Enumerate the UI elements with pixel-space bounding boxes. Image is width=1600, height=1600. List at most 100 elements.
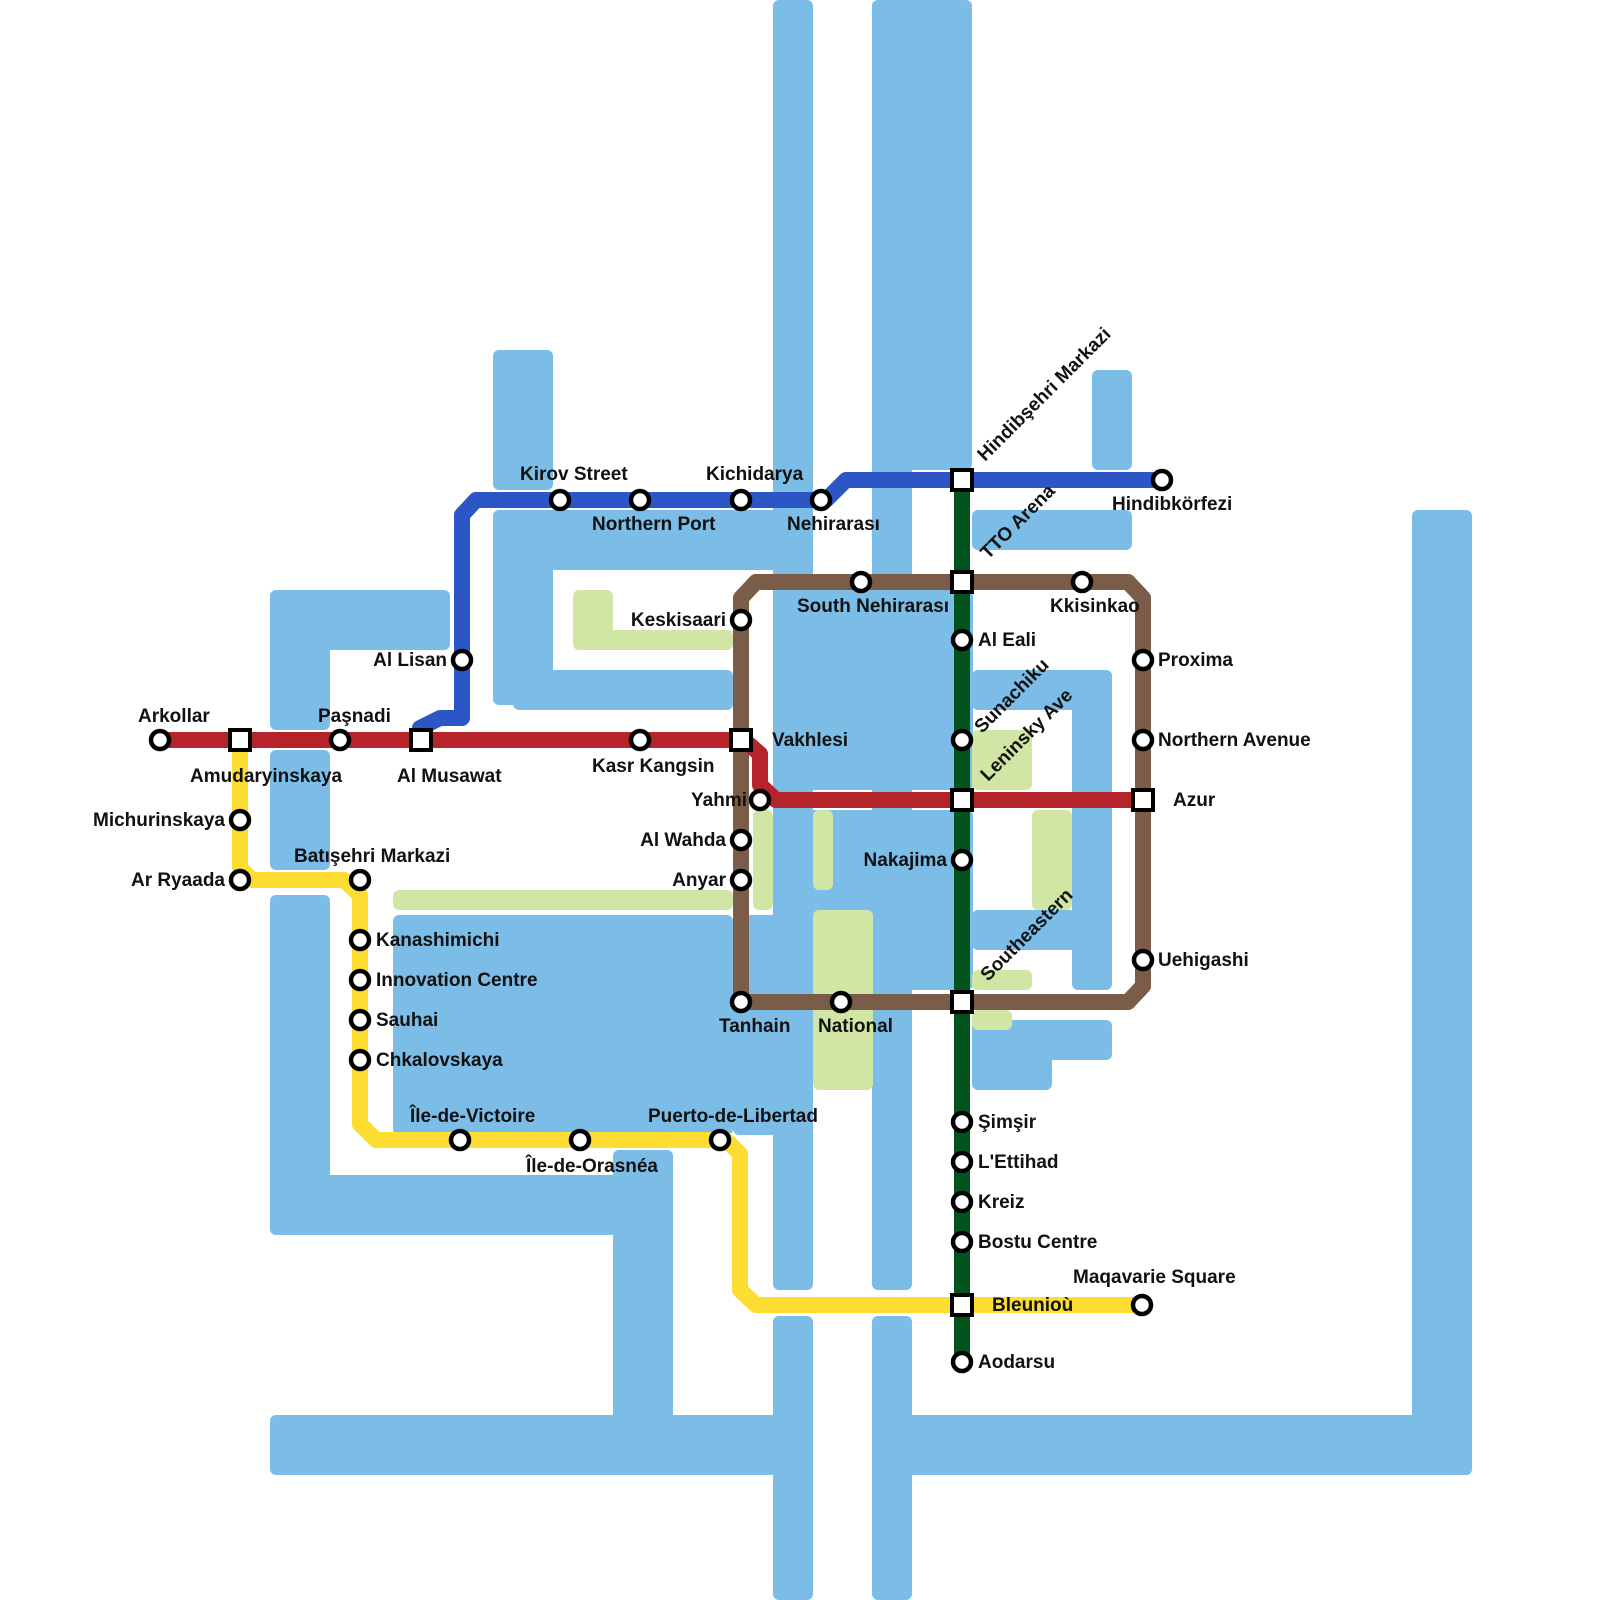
label-northern-port: Northern Port <box>592 514 716 535</box>
label-l-ettihad: L'Ettihad <box>978 1152 1059 1173</box>
interchange-al-musawat[interactable] <box>409 728 433 752</box>
label-ile-de-victoire: Île-de-Victoire <box>409 1105 535 1127</box>
west-lagoon-mid <box>270 590 330 730</box>
stop-maqavarie-square[interactable] <box>1130 1293 1154 1317</box>
stop-innovation-centre[interactable] <box>348 968 372 992</box>
bay-north-arm-floor <box>513 670 733 710</box>
stop-aodarsu[interactable] <box>950 1350 974 1374</box>
stop-kkisinkao[interactable] <box>1070 570 1094 594</box>
stop-bostu-centre[interactable] <box>950 1230 974 1254</box>
label-chkalovskaya: Chkalovskaya <box>376 1050 503 1071</box>
stop-yahmi[interactable] <box>748 788 772 812</box>
station-markers <box>148 468 1174 1374</box>
interchange-southeastern[interactable] <box>950 990 974 1014</box>
stop-kirov-street[interactable] <box>548 488 572 512</box>
south-channel-east <box>872 1415 1472 1475</box>
park-north-strip <box>573 630 733 650</box>
interchange-amudaryinskaya[interactable] <box>228 728 252 752</box>
park-west-strip <box>393 890 733 910</box>
label-ile-de-orasnea: Île-de-Orasnéa <box>525 1155 658 1177</box>
south-channel-west <box>270 1415 810 1475</box>
label-puerto-de-libertad: Puerto-de-Libertad <box>648 1106 818 1127</box>
label-uehigashi: Uehigashi <box>1158 950 1249 971</box>
label-simsir: Şimşir <box>978 1112 1037 1133</box>
interchange-hindibsehri-markazi[interactable] <box>950 468 974 492</box>
stop-al-eali[interactable] <box>950 628 974 652</box>
stop-northern-avenue[interactable] <box>1131 728 1155 752</box>
label-michurinskaya: Michurinskaya <box>93 810 225 831</box>
stop-kichidarya[interactable] <box>729 488 753 512</box>
label-amudaryinskaya: Amudaryinskaya <box>190 766 343 787</box>
label-kasr-kangsin: Kasr Kangsin <box>592 756 714 777</box>
label-al-lisan: Al Lisan <box>373 650 447 671</box>
label-arkollar: Arkollar <box>138 706 210 727</box>
label-sauhai: Sauhai <box>376 1010 438 1031</box>
bay-north <box>493 350 553 490</box>
interchange-leninsky-ave[interactable] <box>950 788 974 812</box>
stop-south-nehirarasi[interactable] <box>849 570 873 594</box>
stop-sunachiku[interactable] <box>950 728 974 752</box>
label-bleuniou: Bleunioù <box>992 1295 1073 1316</box>
label-kreiz: Kreiz <box>978 1192 1024 1213</box>
south-inlet-stem <box>613 1150 673 1450</box>
label-anyar: Anyar <box>672 870 726 891</box>
line-brown <box>733 574 1151 1010</box>
label-vakhlesi: Vakhlesi <box>772 730 848 751</box>
stop-sauhai[interactable] <box>348 1008 372 1032</box>
line-blue <box>412 472 1170 748</box>
stop-proxima[interactable] <box>1131 648 1155 672</box>
stop-batisehri-markazi[interactable] <box>348 868 372 892</box>
stop-northern-port[interactable] <box>628 488 652 512</box>
east-lake-notch <box>1092 370 1132 470</box>
stop-chkalovskaya[interactable] <box>348 1048 372 1072</box>
stop-national[interactable] <box>829 990 853 1014</box>
east-pond-south-stem <box>972 1040 1052 1090</box>
stop-anyar[interactable] <box>729 868 753 892</box>
label-maqavarie-square: Maqavarie Square <box>1073 1267 1236 1288</box>
stop-ar-ryaada[interactable] <box>228 868 252 892</box>
interchange-bleuniou[interactable] <box>950 1293 974 1317</box>
park-east-1 <box>972 730 1032 790</box>
east-lake-top <box>972 510 1132 550</box>
label-northern-avenue: Northern Avenue <box>1158 730 1311 751</box>
stop-ile-de-victoire[interactable] <box>448 1128 472 1152</box>
stop-nakajima[interactable] <box>950 848 974 872</box>
stop-nehirarasi[interactable] <box>809 488 833 512</box>
south-inlet-bar <box>270 1175 670 1235</box>
stop-puerto-de-libertad[interactable] <box>708 1128 732 1152</box>
central-basin <box>393 915 733 1135</box>
interchange-vakhlesi[interactable] <box>729 728 753 752</box>
water-bodies <box>270 0 1472 1600</box>
stop-michurinskaya[interactable] <box>228 808 252 832</box>
river-east-bank <box>872 0 972 470</box>
stop-arkollar[interactable] <box>148 728 172 752</box>
label-yahmi: Yahmi <box>691 790 747 811</box>
label-batisehri-markazi: Batışehri Markazi <box>294 846 450 867</box>
interchange-azur[interactable] <box>1131 788 1155 812</box>
label-kichidarya: Kichidarya <box>706 464 804 485</box>
stop-hindibkorfezi[interactable] <box>1150 468 1174 492</box>
label-south-nehirarasi: South Nehirarası <box>797 596 949 617</box>
stop-ile-de-orasnea[interactable] <box>568 1128 592 1152</box>
bay-north-arm-drop <box>493 510 553 705</box>
park-east-4 <box>972 1010 1012 1030</box>
stop-keskisaari[interactable] <box>729 608 753 632</box>
label-pasnadi: Paşnadi <box>318 706 391 727</box>
stop-al-wahda[interactable] <box>729 828 753 852</box>
stop-tanhain[interactable] <box>729 990 753 1014</box>
stop-uehigashi[interactable] <box>1131 948 1155 972</box>
stop-kreiz[interactable] <box>950 1190 974 1214</box>
stop-simsir[interactable] <box>950 1110 974 1134</box>
label-nakajima: Nakajima <box>864 850 948 871</box>
stop-al-lisan[interactable] <box>450 648 474 672</box>
stop-pasnadi[interactable] <box>328 728 352 752</box>
label-aodarsu: Aodarsu <box>978 1352 1055 1373</box>
stop-kanashimichi[interactable] <box>348 928 372 952</box>
interchange-tto-arena[interactable] <box>950 570 974 594</box>
label-national: National <box>818 1016 893 1037</box>
stop-l-ettihad[interactable] <box>950 1150 974 1174</box>
station-labels: Arkollar Amudaryinskaya Paşnadi Al Musaw… <box>93 324 1311 1373</box>
stop-kasr-kangsin[interactable] <box>628 728 652 752</box>
park-east-2 <box>1032 810 1072 910</box>
